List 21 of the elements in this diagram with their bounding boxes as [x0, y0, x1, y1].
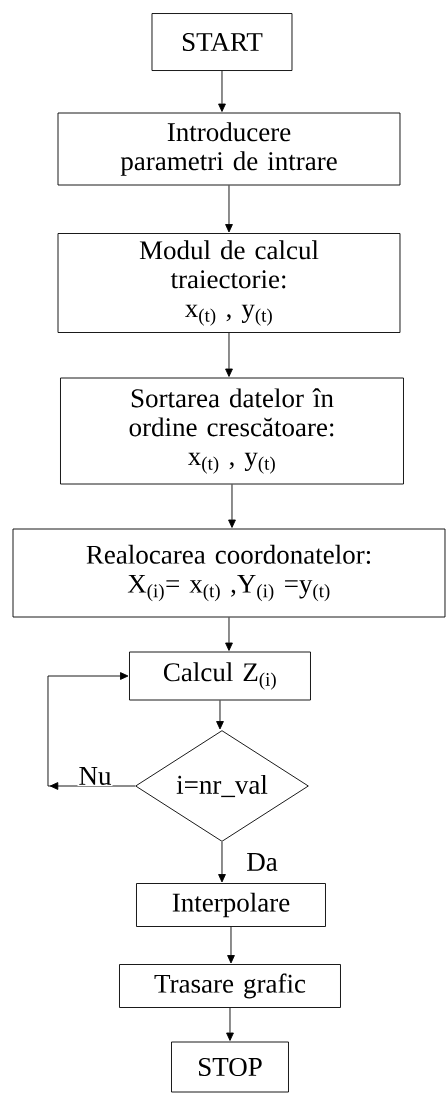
process-box: Realocarea coordonatelor: X$_{(i)}$= x$_{(t)}$ ,Y$_{(i)}$ =y$_{(t)}$	[12, 528, 446, 618]
arrow	[47, 672, 136, 790]
arrow	[225, 332, 233, 377]
process-box: Introducere parametri de intrare	[57, 112, 401, 186]
edge-label: Da	[245, 852, 279, 872]
process-box: STOP	[171, 1041, 289, 1093]
edge-label: Nu	[77, 766, 113, 786]
arrow	[226, 1007, 234, 1041]
process-box: Calcul Z$_{(i)}$	[129, 651, 311, 701]
arrow	[218, 70, 226, 112]
process-box: START	[151, 13, 293, 71]
arrow	[227, 926, 235, 964]
process-box: Sortarea datelor în ordine crescătoare: x$_{(t)}$ , y$_{(t)}$	[60, 377, 404, 485]
arrow	[218, 841, 226, 883]
process-box: Interpolare	[136, 883, 326, 927]
arrow	[225, 617, 233, 651]
arrow	[216, 700, 224, 730]
process-box: Trasare grafic	[119, 964, 341, 1008]
arrow	[228, 484, 236, 528]
process-box: Modul de calcul traiectorie: x$_{(t)}$ , y$_{(t)}$	[57, 233, 401, 333]
arrow	[225, 185, 233, 233]
